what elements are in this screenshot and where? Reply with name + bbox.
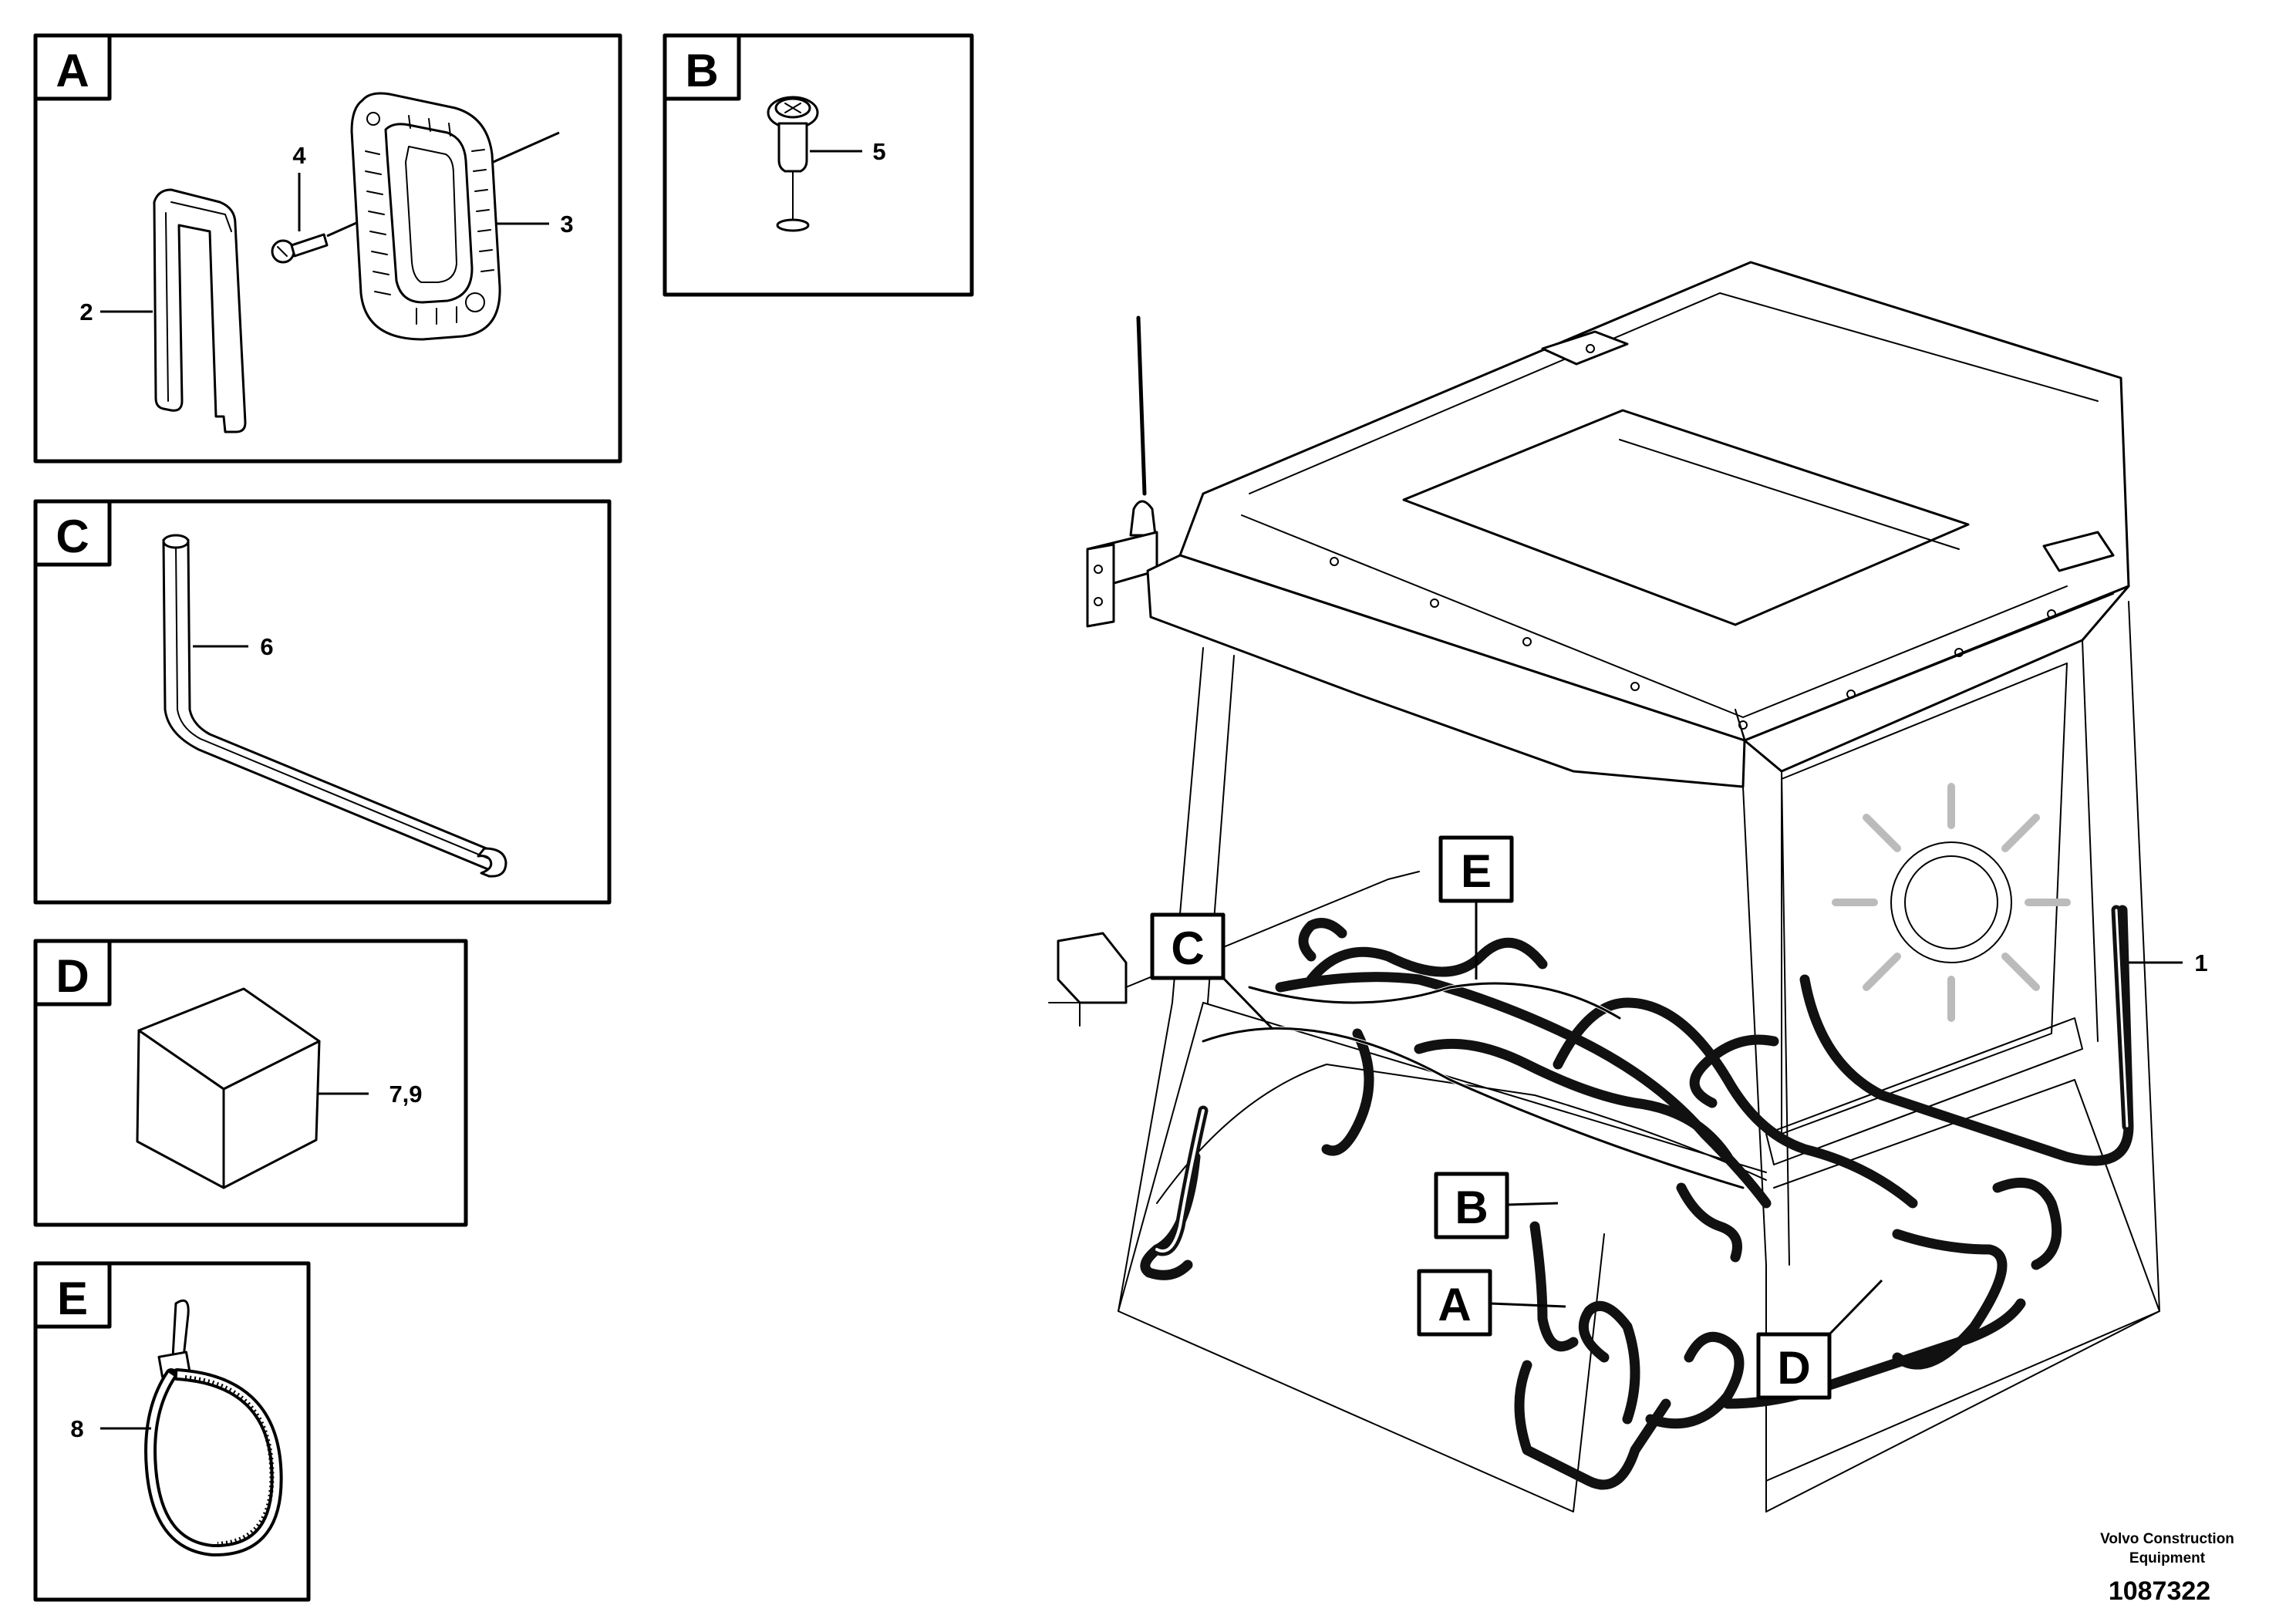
- antenna: [1086, 315, 1158, 628]
- callout-d-letter: D: [1777, 1342, 1810, 1394]
- part-number-4: 4: [292, 142, 306, 169]
- detail-panel-c: C 6: [33, 499, 612, 905]
- company-name-line1: Volvo Construction: [2100, 1531, 2234, 1547]
- part-number-5: 5: [872, 138, 885, 165]
- part-number-2: 2: [79, 298, 93, 325]
- footer: Volvo Construction Equipment 1087322: [2100, 1531, 2234, 1606]
- part-7-9-block: [136, 987, 321, 1189]
- detail-panel-d: D 7,9: [33, 939, 468, 1227]
- panel-a-letter: A: [56, 45, 89, 96]
- part-2-channel: [153, 188, 247, 433]
- part-5-rivet: [767, 96, 819, 232]
- part-number-1: 1: [2194, 949, 2207, 976]
- part-number-7-9: 7,9: [389, 1081, 422, 1108]
- callout-b-letter: B: [1455, 1182, 1488, 1233]
- callout-d: D: [1756, 1279, 1883, 1400]
- callout-b: B: [1434, 1172, 1559, 1239]
- callout-c: C: [1150, 912, 1274, 1030]
- part-3-frame: [350, 92, 501, 341]
- callout-a: A: [1417, 1269, 1566, 1337]
- part-number-8: 8: [70, 1415, 83, 1442]
- panel-c-letter: C: [56, 511, 89, 562]
- part-8-cable-tie: [144, 1299, 283, 1557]
- panel-b-letter: B: [685, 45, 718, 96]
- part-4-screw: [271, 233, 329, 264]
- part-number-6: 6: [260, 633, 273, 660]
- part-6-edge-trim: [162, 534, 507, 878]
- callout-a-letter: A: [1438, 1279, 1471, 1330]
- callout-c-letter: C: [1171, 922, 1204, 974]
- detail-panel-b: B 5: [663, 33, 974, 297]
- part-number-3: 3: [560, 211, 573, 238]
- detail-panel-a: A 2 4: [33, 33, 622, 464]
- cab-body: [1048, 601, 2160, 1512]
- callout-e: E: [1438, 835, 1514, 980]
- cab-main-view: 1 A B C D E: [1048, 261, 2208, 1512]
- callout-e-letter: E: [1461, 845, 1492, 897]
- panel-d-letter: D: [56, 950, 89, 1002]
- drawing-number: 1087322: [2109, 1576, 2210, 1606]
- company-name-line2: Equipment: [2129, 1550, 2206, 1566]
- panel-e-letter: E: [57, 1273, 88, 1324]
- cab-roof: [1146, 261, 2130, 788]
- detail-panel-e: E 8: [33, 1261, 311, 1602]
- wiring-harness: [1140, 905, 2134, 1490]
